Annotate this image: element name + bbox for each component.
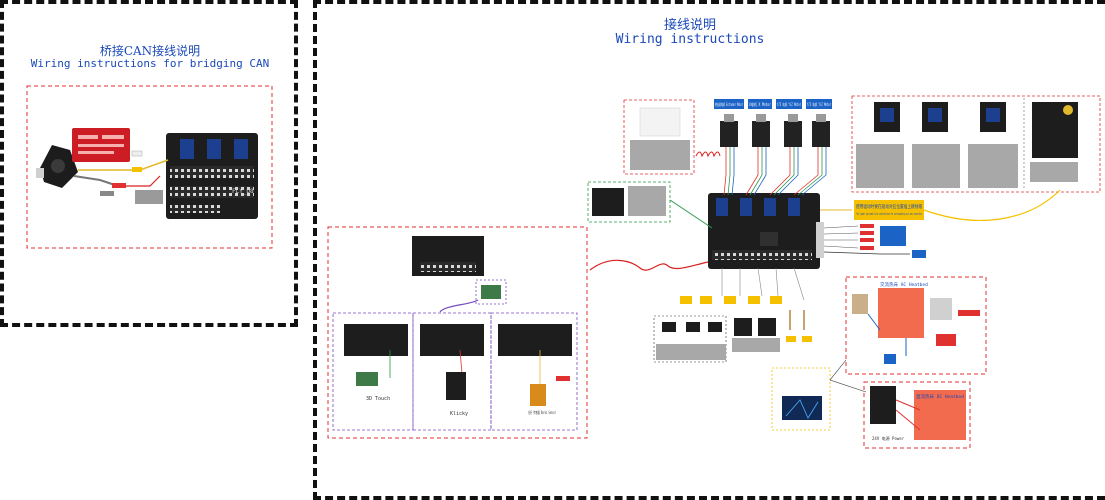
- jumper-note: 使用驱动时要在驱动对应位置插上跳线帽 This jumper cap needs…: [854, 200, 924, 220]
- sensor-card: [587, 181, 671, 223]
- bridging-can-title-cn: 桥接CAN接线说明: [99, 44, 201, 58]
- driver-note-card: [623, 99, 695, 175]
- usb-cable: [73, 175, 119, 187]
- jumper-arrow: [923, 189, 1061, 221]
- bridging-can-section: [26, 85, 273, 249]
- peripherals: [653, 267, 831, 431]
- driver-cards: [851, 95, 1101, 193]
- fly-d8-board: FLY_D8: [166, 133, 258, 219]
- motor-labels: 挤出机电机 Extruder Motor X电机 X Motor Y/Z 电机 …: [714, 99, 832, 109]
- power-label: 24V 电源 Power: [872, 435, 905, 441]
- wiring-title-cn: 接线说明: [663, 18, 716, 33]
- jumper-note-cn: 使用驱动时要在驱动对应位置插上跳线帽: [856, 203, 922, 210]
- motor-label-1: 挤出机电机 Extruder Motor: [715, 101, 743, 107]
- heater-label: 交流热床 AC Heatbed: [880, 281, 928, 288]
- toolhead-board: [36, 145, 78, 188]
- fly-d8-label: FLY_D8: [232, 188, 254, 195]
- wiring-title-en: Wiring instructions: [615, 32, 765, 47]
- sensor-label-klicky: Klicky: [450, 411, 468, 417]
- sensor-link: [669, 199, 713, 229]
- sensor-label-3dtouch: 3D Touch: [366, 396, 390, 402]
- motor-label-3: Y/Z 电机 Y/Z Motor: [777, 101, 801, 107]
- main-controller-board: [708, 193, 824, 269]
- can-bridge-module: [72, 128, 130, 162]
- motor-cables: [723, 147, 827, 196]
- wiring-instructions-panel: [313, 0, 1105, 500]
- coil-wire-b: [589, 259, 709, 271]
- sensor-section: 3D Touch Klicky 光纤 传感器 Omron Sensor: [327, 226, 588, 439]
- jumper-note-en: This jumper cap needs to be inserted whe…: [856, 212, 922, 216]
- note-box: [135, 190, 163, 204]
- bridging-can-panel: [0, 0, 298, 327]
- heatbed-section: 交流热床 AC Heatbed 直流热床 DC Heatbed 24V 电源 P…: [829, 276, 987, 449]
- power-wire: [120, 175, 161, 187]
- motor-label-2: X电机 X Motor: [749, 101, 771, 107]
- stepper-motors: [720, 114, 830, 147]
- dc-heater-label: 直流热床 DC Heatbed: [916, 393, 964, 400]
- coil-wire-a: [695, 151, 721, 158]
- motor-label-4: Y/Z 电机 Y/Z Motor: [807, 101, 831, 107]
- side-labels: [823, 224, 926, 258]
- bridging-can-title-en: Wiring instructions for bridging CAN: [30, 57, 270, 70]
- sensor-label-omron: 光纤 传感器 Omron Sensor: [528, 409, 556, 415]
